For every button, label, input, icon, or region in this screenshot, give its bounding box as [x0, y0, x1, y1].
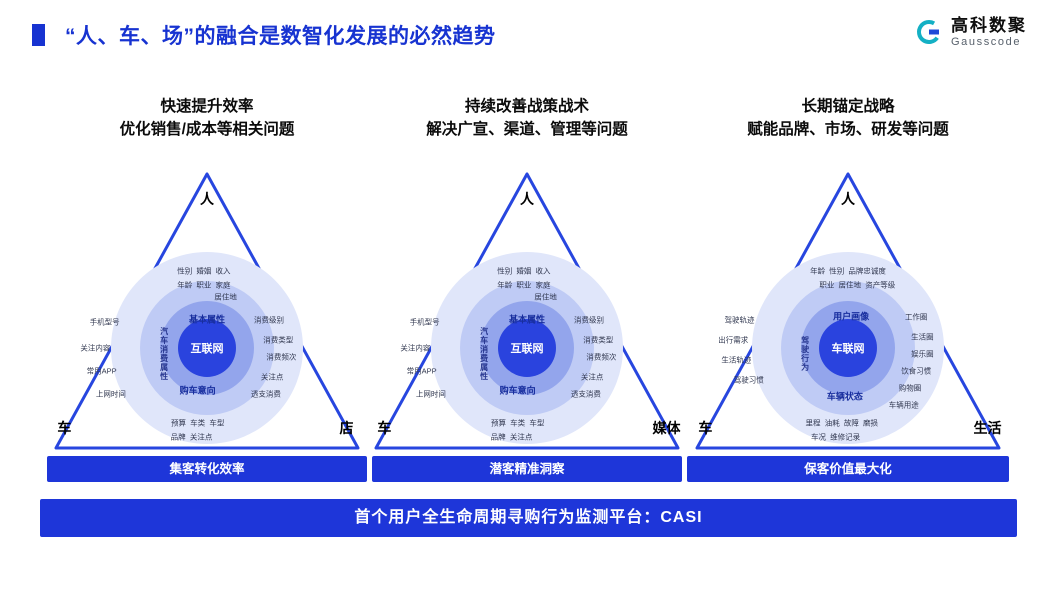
center-node: 互联网: [498, 319, 556, 378]
diagram-label: 职业 居住地 资产等级: [819, 280, 896, 290]
diagram-label: 车辆状态: [826, 391, 863, 402]
heading-line-2: 赋能品牌、市场、研发等问题: [747, 121, 949, 138]
diagram-label: 居住地: [534, 291, 557, 301]
diagram-label: 里程 油耗 故障 磨损: [805, 417, 879, 427]
diagram-label: 汽车消费属性: [159, 326, 169, 381]
column-heading: 持续改善战策战术 解决广宣、渠道、管理等问题: [372, 95, 682, 141]
metric-bar: 潜客精准洞察: [372, 456, 682, 482]
diagram-label: 手机型号: [409, 317, 440, 327]
diagram-label: 购车意向: [499, 385, 536, 396]
vertex-top-person: 人: [520, 191, 534, 208]
diagram-label: 驾驶轨迹: [724, 314, 755, 324]
diagram-label: 年龄 职业 家庭: [177, 280, 231, 290]
title-marker: [32, 24, 45, 46]
logo-name-en: Gausscode: [951, 35, 1022, 48]
triangle-diagram: 互联网 人 车 店 性别 婚姻 收入年龄 职业 家庭居住地手机型号关注内容常用A…: [52, 168, 362, 454]
diagram-label: 年龄 职业 家庭: [497, 280, 551, 290]
diagram-label: 关注内容: [400, 343, 431, 353]
diagram-label: 消费级别: [254, 314, 284, 324]
diagram-label: 品牌 关注点: [490, 432, 533, 442]
diagram-label: 居住地: [214, 291, 237, 301]
diagram-label: 娱乐圈: [911, 349, 934, 359]
diagram-label: 预算 车类 车型: [171, 417, 225, 427]
vertex-right: 生活: [973, 420, 1002, 437]
gausscode-logo-icon: [917, 20, 941, 45]
diagram-label: 性别 婚姻 收入: [177, 266, 231, 276]
diagram-label: 透支消费: [570, 389, 601, 399]
slide-header: “人、车、场”的融合是数智化发展的必然趋势: [32, 20, 496, 50]
platform-banner: 首个用户全生命周期寻购行为监测平台：CASI: [40, 499, 1017, 537]
diagram-label: 购物圈: [898, 383, 922, 393]
diagram-label: 汽车消费属性: [479, 326, 489, 381]
vertex-right: 店: [339, 420, 354, 437]
diagram-label: 车况 维修记录: [811, 432, 861, 442]
diagram-label: 上网时间: [95, 389, 126, 399]
diagram-label: 品牌 关注点: [170, 432, 213, 442]
pillar-column-store: 快速提升效率 优化销售/成本等相关问题 互联网 人 车 店 性别 婚姻 收入年龄…: [47, 95, 367, 482]
diagram-label: 驾驶习惯: [733, 374, 764, 384]
diagram-label: 生活圈: [911, 331, 934, 341]
diagram-label: 手机型号: [89, 317, 120, 327]
pillar-column-life: 长期锚定战略 赋能品牌、市场、研发等问题 车联网 人 车 生活 年龄 性别 品牌…: [687, 95, 1009, 482]
diagram-label: 预算 车类 车型: [491, 417, 545, 427]
column-heading: 长期锚定战略 赋能品牌、市场、研发等问题: [687, 95, 1009, 141]
diagram-label: 购车意向: [179, 385, 216, 396]
center-node: 互联网: [178, 319, 236, 378]
diagram-label: 消费级别: [574, 314, 604, 324]
heading-line-1: 长期锚定战略: [801, 98, 895, 115]
vertex-top-person: 人: [200, 191, 214, 208]
heading-line-1: 快速提升效率: [160, 98, 254, 115]
diagram-label: 消费频次: [266, 352, 297, 361]
triangle-diagram: 车联网 人 车 生活 年龄 性别 品牌忠诚度职业 居住地 资产等级用户画像 驾驶轨…: [693, 168, 1003, 454]
heading-line-1: 持续改善战策战术: [464, 98, 589, 115]
vertex-top-person: 人: [841, 191, 855, 208]
diagram-label: 出行需求: [718, 334, 749, 344]
diagram-label: 车辆用途: [888, 400, 919, 410]
diagram-label: 关注点: [580, 372, 604, 382]
diagram-label: 关注内容: [80, 343, 111, 353]
diagram-label: 工作圈: [904, 311, 928, 321]
diagram-label: 基本属性: [508, 314, 546, 325]
logo-text: 高科数聚 Gausscode: [951, 16, 1027, 48]
triangle-diagram: 互联网 人 车 媒体 性别 婚姻 收入年龄 职业 家庭居住地手机型号关注内容常用…: [372, 168, 682, 454]
diagram-label: 消费类型: [263, 334, 294, 344]
diagram-label: 基本属性: [188, 314, 226, 325]
diagram-label: 常用APP: [406, 366, 437, 376]
metric-bar: 保客价值最大化: [687, 456, 1009, 482]
diagram-label: 关注点: [260, 372, 284, 382]
page-title: “人、车、场”的融合是数智化发展的必然趋势: [65, 25, 496, 48]
diagram-label: 消费类型: [583, 334, 614, 344]
gausscode-logo: 高科数聚 Gausscode: [915, 16, 1027, 48]
center-node: 车联网: [819, 319, 877, 378]
column-heading: 快速提升效率 优化销售/成本等相关问题: [47, 95, 367, 141]
diagram-label: 年龄 性别 品牌忠诚度: [810, 266, 886, 276]
diagram-label: 消费频次: [586, 352, 617, 361]
vertex-left-car: 车: [377, 420, 392, 437]
heading-line-2: 优化销售/成本等相关问题: [119, 121, 295, 138]
metric-bar: 集客转化效率: [47, 456, 367, 482]
diagram-label: 生活轨迹: [721, 354, 752, 364]
diagram-label: 用户画像: [833, 311, 870, 322]
diagram-label: 饮食习惯: [901, 366, 932, 376]
vertex-right: 媒体: [652, 420, 681, 437]
vertex-left-car: 车: [698, 420, 713, 437]
logo-name-cn: 高科数聚: [951, 16, 1027, 35]
pillar-column-media: 持续改善战策战术 解决广宣、渠道、管理等问题 互联网 人 车 媒体 性别 婚姻 …: [372, 95, 682, 482]
diagram-label: 透支消费: [250, 389, 281, 399]
heading-line-2: 解决广宣、渠道、管理等问题: [426, 121, 628, 138]
diagram-label: 性别 婚姻 收入: [497, 266, 551, 276]
vertex-left-car: 车: [57, 420, 72, 437]
diagram-label: 常用APP: [86, 366, 117, 376]
diagram-label: 驾驶行为: [800, 335, 810, 372]
diagram-label: 上网时间: [415, 389, 446, 399]
